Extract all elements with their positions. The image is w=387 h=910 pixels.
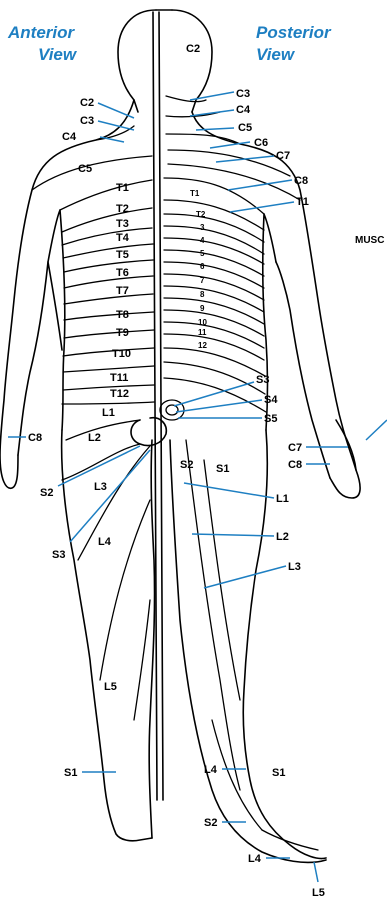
- posterior-label-l3: L3: [288, 561, 301, 573]
- posterior-label-6: 6: [200, 262, 205, 271]
- anterior-label-t12: T12: [110, 388, 129, 400]
- posterior-label-l1: L1: [276, 493, 289, 505]
- anterior-label-l3: L3: [94, 481, 107, 493]
- posterior-label-3: 3: [200, 223, 205, 232]
- posterior-label-c7-hand: C7: [288, 442, 302, 454]
- posterior-header-line2: View: [256, 45, 296, 64]
- anterior-label-t9: T9: [116, 327, 129, 339]
- posterior-labels: C2 C3 C4 C5 C6 C7 C8 T1 T1 T2 3 4 5 6 7 …: [180, 43, 325, 899]
- posterior-label-5: 5: [200, 249, 205, 258]
- anterior-label-t4: T4: [116, 232, 130, 244]
- posterior-label-c3: C3: [236, 88, 250, 100]
- posterior-label-l2: L2: [276, 531, 289, 543]
- anterior-label-t11: T11: [110, 372, 128, 384]
- anterior-label-c2: C2: [80, 97, 94, 109]
- anterior-label-t10: T10: [112, 348, 131, 360]
- anterior-label-l4: L4: [98, 536, 112, 548]
- anterior-label-c3: C3: [80, 115, 94, 127]
- posterior-label-l4-foot: L4: [248, 853, 262, 865]
- anterior-label-s1: S1: [64, 767, 77, 779]
- posterior-header-line1: Posterior: [256, 23, 332, 42]
- posterior-label-s2-foot: S2: [204, 817, 217, 829]
- left-arm-inner: [18, 262, 62, 455]
- posterior-label-t1: T1: [190, 189, 200, 198]
- posterior-label-12: 12: [198, 341, 207, 350]
- left-shoulder-outline: [0, 100, 134, 488]
- cut-off-side-text: MUSC: [355, 235, 384, 246]
- anterior-label-s2: S2: [40, 487, 53, 499]
- posterior-label-11: 11: [198, 328, 207, 337]
- posterior-label-9: 9: [200, 304, 205, 313]
- anterior-label-t6: T6: [116, 267, 129, 279]
- posterior-label-c8-hand: C8: [288, 459, 302, 471]
- posterior-label-l4: L4: [204, 764, 218, 776]
- posterior-label-c5: C5: [238, 122, 252, 134]
- anterior-label-t5: T5: [116, 249, 129, 261]
- posterior-label-l5: L5: [312, 887, 325, 899]
- anterior-label-c5: C5: [78, 163, 92, 175]
- posterior-label-t1-side: T1: [296, 196, 309, 208]
- anterior-label-l1: L1: [102, 407, 115, 419]
- anterior-label-t1: T1: [116, 182, 129, 194]
- posterior-label-7: 7: [200, 276, 205, 285]
- anterior-header-line2: View: [38, 45, 78, 64]
- anterior-label-t7: T7: [116, 285, 129, 297]
- left-torso-side: [48, 210, 65, 430]
- posterior-label-8: 8: [200, 290, 205, 299]
- body-outline: [0, 10, 360, 862]
- posterior-label-s4: S4: [264, 394, 278, 406]
- anterior-labels: C2 C3 C4 C5 T1 T2 T3 T4 T5 T6 T7 T8 T9 T…: [28, 97, 131, 779]
- anterior-label-t2: T2: [116, 203, 129, 215]
- head-outline: [118, 10, 212, 112]
- posterior-label-c8: C8: [294, 175, 308, 187]
- anterior-label-t3: T3: [116, 218, 129, 230]
- posterior-label-s1: S1: [216, 463, 229, 475]
- posterior-label-c6: C6: [254, 137, 268, 149]
- posterior-label-s3: S3: [256, 374, 269, 386]
- posterior-label-10: 10: [198, 318, 207, 327]
- anterior-label-l2: L2: [88, 432, 101, 444]
- right-leg-inner: [170, 440, 326, 862]
- posterior-dermatome-lines: [160, 96, 318, 850]
- posterior-label-4: 4: [200, 236, 205, 245]
- posterior-label-s1-foot: S1: [272, 767, 285, 779]
- anterior-label-s3: S3: [52, 549, 65, 561]
- posterior-label-s2: S2: [180, 459, 193, 471]
- posterior-label-c7: C7: [276, 150, 290, 162]
- posterior-label-s5: S5: [264, 413, 277, 425]
- anterior-label-c8: C8: [28, 432, 42, 444]
- anterior-label-c4: C4: [62, 131, 77, 143]
- right-arm-inner: [276, 262, 330, 478]
- anterior-label-l5: L5: [104, 681, 117, 693]
- anterior-header-line1: Anterior: [7, 23, 76, 42]
- posterior-label-c4: C4: [236, 104, 251, 116]
- posterior-label-c2: C2: [186, 43, 200, 55]
- anterior-label-t8: T8: [116, 309, 129, 321]
- posterior-label-t2: T2: [196, 210, 206, 219]
